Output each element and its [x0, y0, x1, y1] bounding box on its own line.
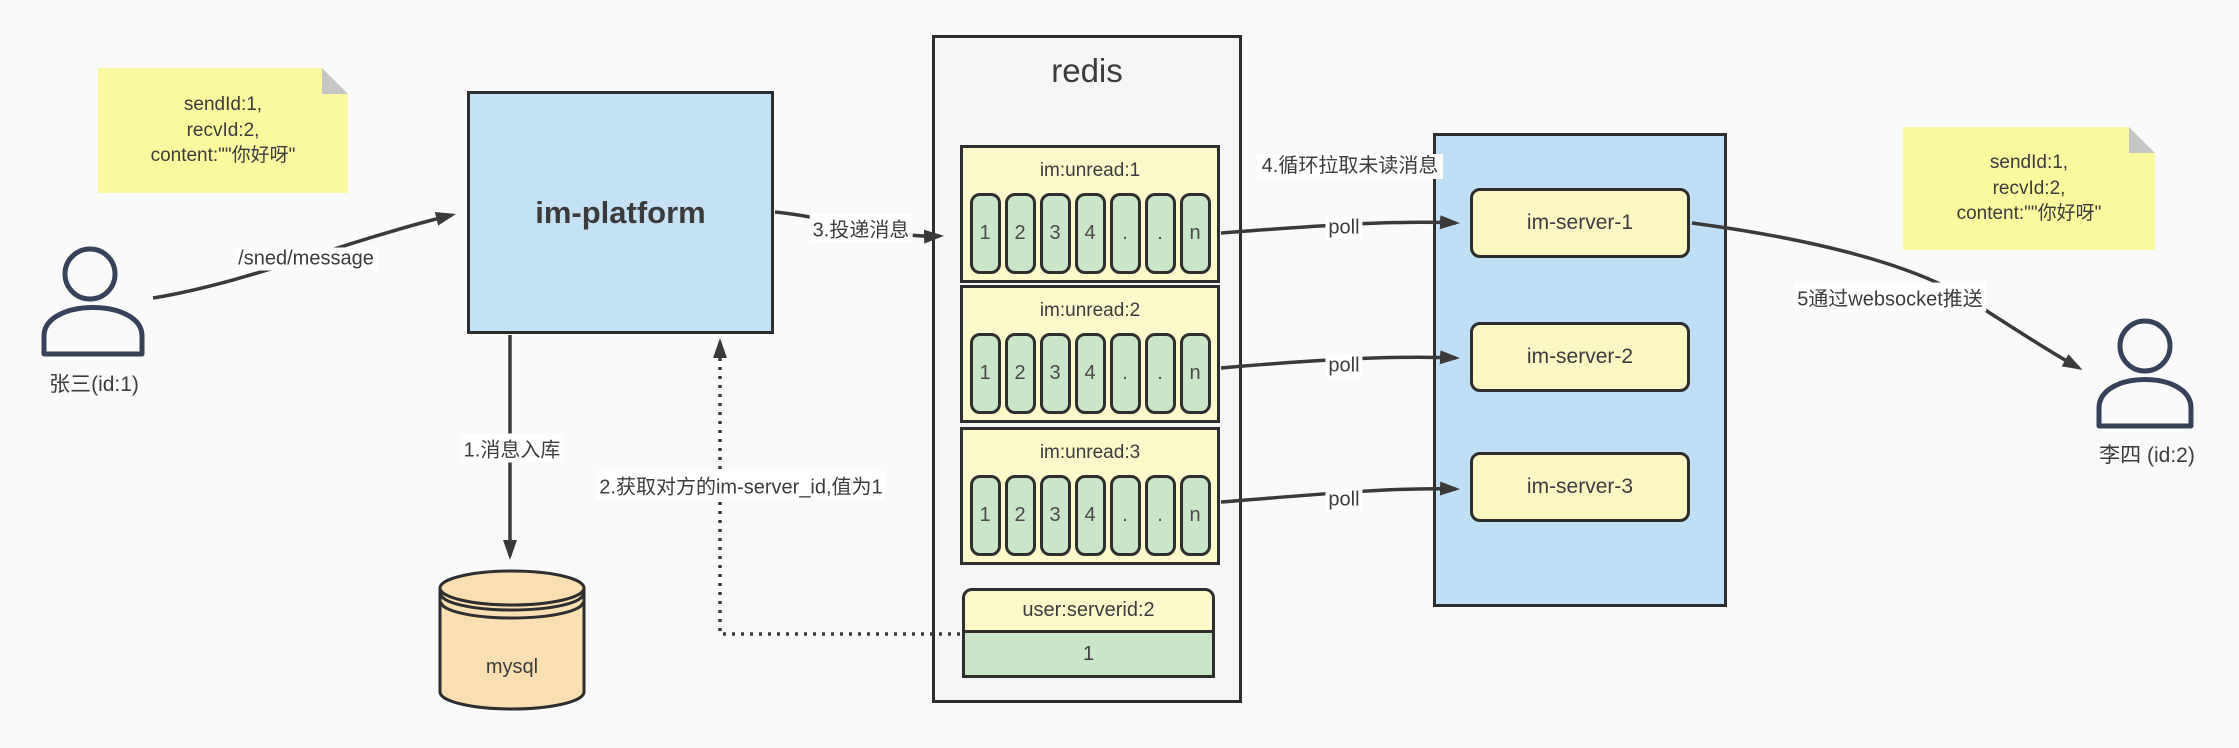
mysql-database-icon: mysql — [438, 569, 586, 711]
queue-cell: 3 — [1039, 193, 1071, 274]
receiver-label: 李四 (id:2) — [2099, 444, 2195, 467]
redis-title: redis — [1051, 52, 1123, 89]
sticky-line: recvId:2, — [1992, 177, 2066, 199]
queue-cell: . — [1144, 333, 1176, 414]
sticky-line: content:""你好呀" — [1956, 203, 2102, 225]
redis-queue-unread-1: im:unread:1 1 2 3 4 . . n — [960, 145, 1220, 283]
queue-cell: 3 — [1039, 333, 1071, 414]
im-server-3-node: im-server-3 — [1470, 452, 1690, 522]
queue-cell: . — [1144, 475, 1176, 556]
queue-cell: 1 — [969, 333, 1001, 414]
queue-cell: 4 — [1074, 475, 1106, 556]
queue-cell: . — [1109, 193, 1141, 274]
redis-queue-unread-3: im:unread:3 1 2 3 4 . . n — [960, 427, 1220, 565]
sticky-line: recvId:2, — [186, 119, 260, 141]
queue-name: im:unread:3 — [1039, 441, 1141, 463]
label-poll-1: poll — [1325, 216, 1363, 240]
sender-label: 张三(id:1) — [49, 373, 139, 396]
sticky-fold-icon — [322, 68, 348, 94]
queue-name: im:unread:2 — [1039, 299, 1141, 321]
queue-name: im:unread:1 — [1039, 159, 1141, 181]
im-platform-node: im-platform — [467, 91, 774, 334]
queue-cell: 4 — [1074, 333, 1106, 414]
label-step3: 3.投递消息 — [809, 213, 913, 243]
im-server-1-node: im-server-1 — [1470, 188, 1690, 258]
label-step1: 1.消息入库 — [460, 433, 564, 463]
queue-cell: . — [1144, 193, 1176, 274]
user-icon-sender — [41, 246, 145, 357]
label-step4: 4.循环拉取未读消息 — [1257, 154, 1443, 179]
queue-cell: . — [1109, 475, 1141, 556]
queue-cell: 2 — [1004, 475, 1036, 556]
queue-cell: n — [1179, 193, 1211, 274]
queue-cell: . — [1109, 333, 1141, 414]
sticky-note-receiver: sendId:1, recvId:2, content:""你好呀" — [1903, 127, 2155, 250]
sticky-line: sendId:1, — [1989, 152, 2069, 174]
mysql-label: mysql — [486, 656, 538, 678]
queue-cell: 4 — [1074, 193, 1106, 274]
sticky-note-sender: sendId:1, recvId:2, content:""你好呀" — [98, 68, 348, 193]
label-poll-3: poll — [1325, 488, 1363, 512]
kv-key: user:serverid:2 — [962, 588, 1215, 633]
queue-cells: 1 2 3 4 . . n — [963, 475, 1217, 556]
im-server-2-node: im-server-2 — [1470, 322, 1690, 392]
queue-cell: n — [1179, 333, 1211, 414]
queue-cell: 1 — [969, 475, 1001, 556]
queue-cell: 2 — [1004, 333, 1036, 414]
redis-queue-unread-2: im:unread:2 1 2 3 4 . . n — [960, 285, 1220, 423]
queue-cell: 2 — [1004, 193, 1036, 274]
queue-cell: 3 — [1039, 475, 1071, 556]
sticky-fold-icon — [2129, 127, 2155, 153]
queue-cells: 1 2 3 4 . . n — [963, 333, 1217, 414]
label-step2: 2.获取对方的im-server_id,值为1 — [596, 470, 886, 500]
label-step5: 5通过websocket推送 — [1794, 282, 1986, 312]
sticky-line: content:""你好呀" — [150, 145, 296, 167]
label-send-api: /sned/message — [235, 247, 377, 271]
queue-cell: n — [1179, 475, 1211, 556]
sticky-line: sendId:1, — [183, 94, 263, 116]
label-poll-2: poll — [1325, 354, 1363, 378]
kv-value: 1 — [962, 633, 1215, 678]
queue-cell: 1 — [969, 193, 1001, 274]
user-icon-receiver — [2096, 318, 2194, 429]
queue-cells: 1 2 3 4 . . n — [963, 193, 1217, 274]
redis-kv-user-serverid: user:serverid:2 1 — [962, 588, 1215, 678]
